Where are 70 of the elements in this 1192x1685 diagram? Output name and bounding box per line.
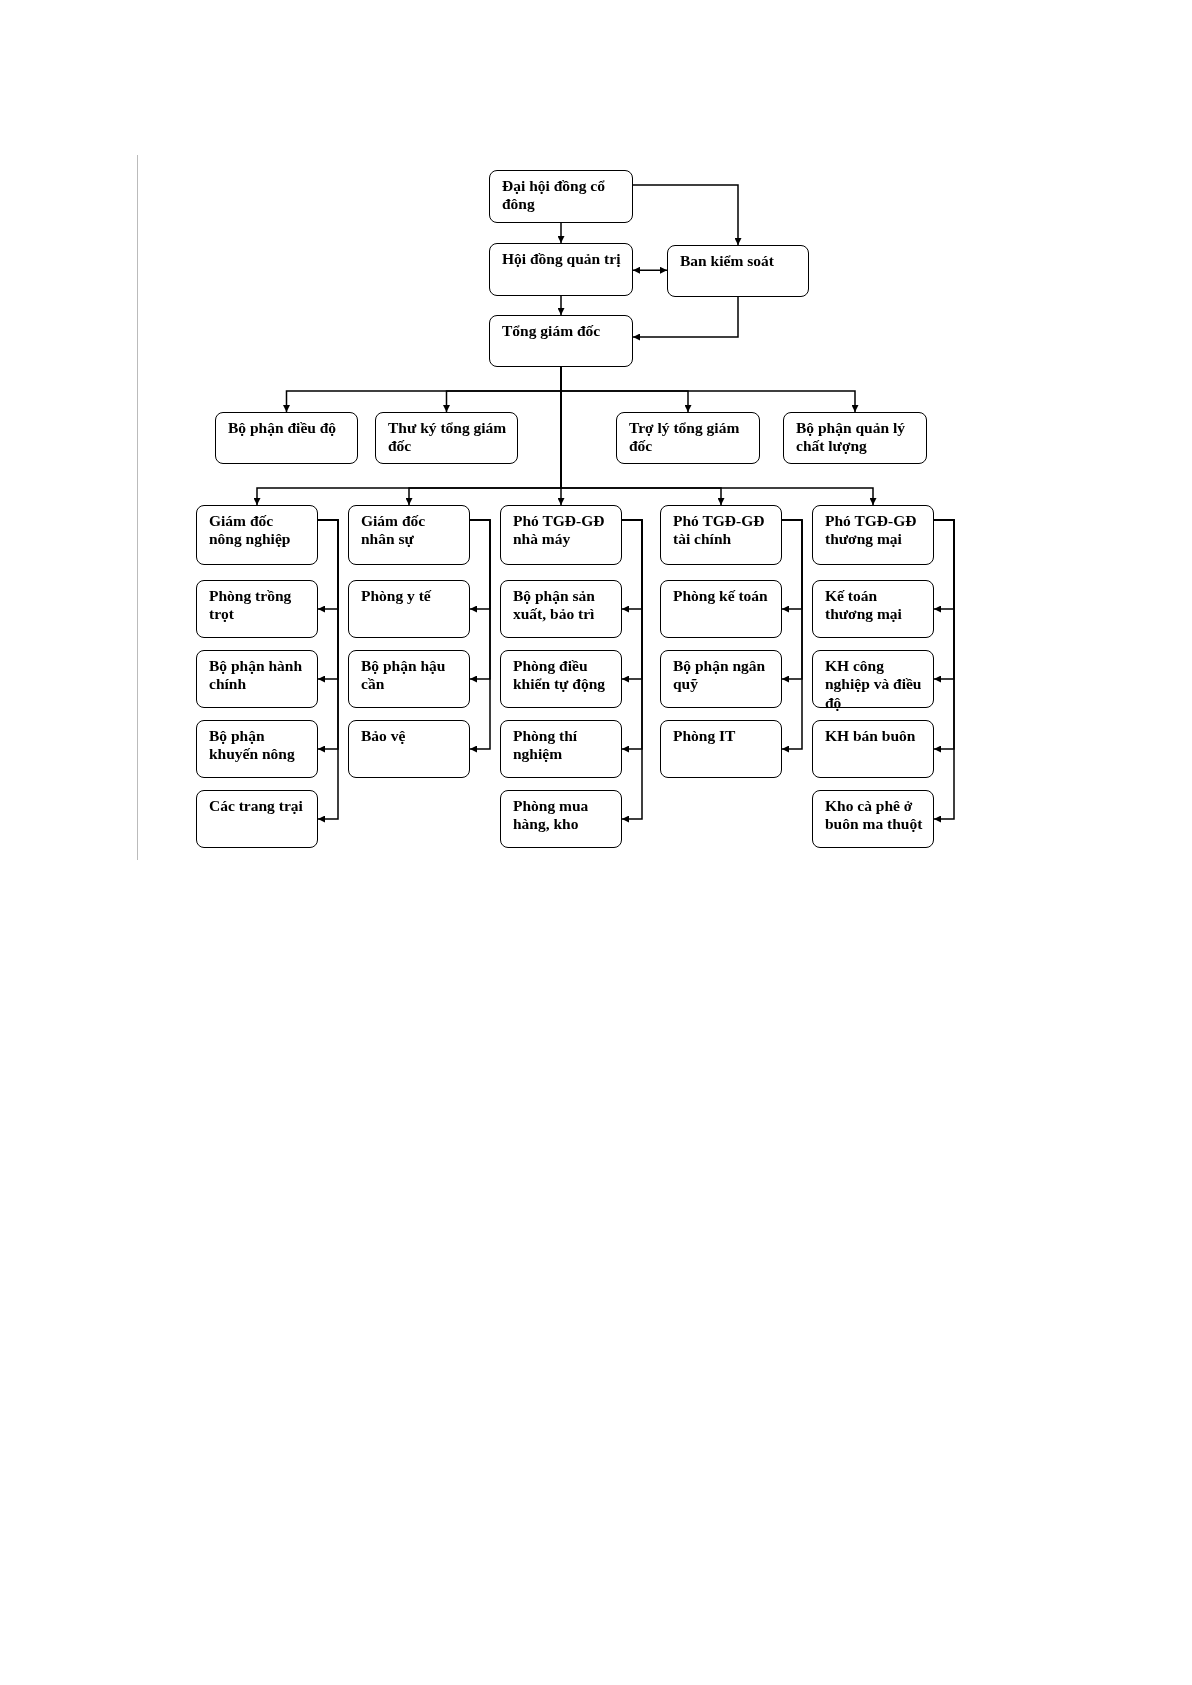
box-label: Phòng kế toán xyxy=(673,587,769,606)
box-label: Phòng mua hàng, kho xyxy=(513,797,590,834)
org-box xyxy=(489,243,633,296)
box-label: Thư ký tổng giám đốc xyxy=(388,419,508,456)
connector-arrow xyxy=(933,519,955,823)
connector-arrow xyxy=(317,519,339,823)
box-label: Giám đốc nhân sự xyxy=(361,512,427,549)
box-label: Tổng giám đốc xyxy=(502,322,602,341)
box-label: Phòng trồng trọt xyxy=(209,587,293,624)
box-label: Hội đồng quản trị xyxy=(502,250,622,269)
org-box xyxy=(660,720,782,778)
box-label: Các trang trại xyxy=(209,797,304,816)
org-box xyxy=(348,505,470,565)
org-box xyxy=(660,580,782,638)
box-label: Bộ phận sản xuất, bảo trì xyxy=(513,587,596,624)
box-label: Kế toán thương mại xyxy=(825,587,903,624)
box-label: Bộ phận ngân quỹ xyxy=(673,657,767,694)
connector-arrow xyxy=(632,296,739,341)
org-box xyxy=(500,790,622,848)
connector-arrow xyxy=(632,266,668,274)
org-box xyxy=(783,412,927,464)
connector-arrow xyxy=(621,519,643,823)
box-label: Phó TGĐ-GĐ thương mại xyxy=(825,512,918,549)
org-box xyxy=(660,650,782,708)
box-label: Phó TGĐ-GĐ tài chính xyxy=(673,512,766,549)
org-box xyxy=(196,650,318,708)
box-label: Phó TGĐ-GĐ nhà máy xyxy=(513,512,606,549)
connector-arrow xyxy=(632,184,742,246)
box-label: Phòng thí nghiệm xyxy=(513,727,579,764)
org-box xyxy=(196,505,318,565)
org-box xyxy=(500,505,622,565)
org-box xyxy=(812,790,934,848)
org-box xyxy=(196,580,318,638)
org-box xyxy=(375,412,518,464)
box-label: Giám đốc nông nghiệp xyxy=(209,512,292,549)
org-box xyxy=(500,720,622,778)
box-label: Phòng y tế xyxy=(361,587,433,606)
org-box xyxy=(489,170,633,223)
box-label: Bộ phận quản lý chất lượng xyxy=(796,419,906,456)
connector-arrow xyxy=(557,295,565,316)
org-box xyxy=(812,580,934,638)
box-label: Trợ lý tổng giám đốc xyxy=(629,419,741,456)
box-label: Bộ phận hậu cần xyxy=(361,657,447,694)
box-label: Phòng IT xyxy=(673,727,737,746)
org-box xyxy=(660,505,782,565)
box-label: KH bán buôn xyxy=(825,727,917,746)
org-box xyxy=(616,412,760,464)
org-box xyxy=(667,245,809,297)
box-label: Bộ phận hành chính xyxy=(209,657,304,694)
box-label: Phòng điều khiển tự động xyxy=(513,657,606,694)
box-label: Bộ phận khuyến nông xyxy=(209,727,296,764)
box-label: Đại hội đồng cổ đông xyxy=(502,177,606,214)
org-box xyxy=(196,790,318,848)
org-box xyxy=(348,650,470,708)
org-box xyxy=(348,580,470,638)
connector-arrow xyxy=(469,519,491,753)
box-label: Kho cà phê ở buôn ma thuột xyxy=(825,797,924,834)
org-box xyxy=(196,720,318,778)
org-box xyxy=(348,720,470,778)
org-box xyxy=(500,580,622,638)
org-box xyxy=(812,505,934,565)
org-box xyxy=(812,720,934,778)
box-label: Bộ phận điều độ xyxy=(228,419,338,438)
connector-arrow xyxy=(557,222,565,244)
box-label: Ban kiểm soát xyxy=(680,252,775,271)
connector-arrow xyxy=(781,519,803,753)
box-label: Bảo vệ xyxy=(361,727,407,746)
org-box xyxy=(500,650,622,708)
org-box xyxy=(489,315,633,367)
org-box xyxy=(215,412,358,464)
